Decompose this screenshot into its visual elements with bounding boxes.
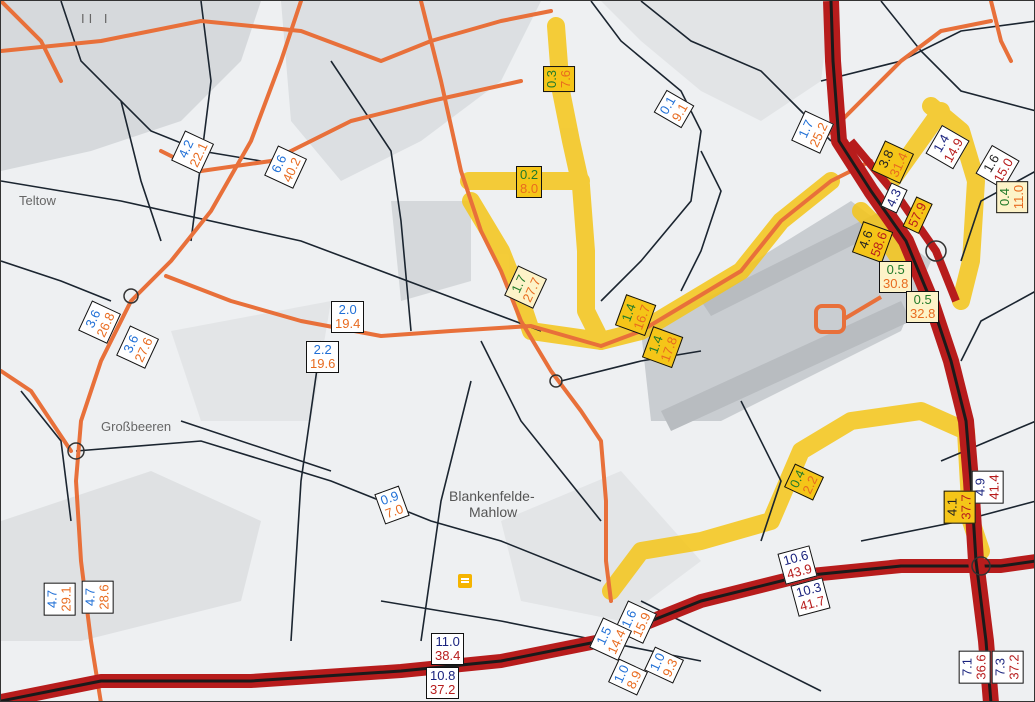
junctions [67, 240, 991, 576]
count-label-bottom: 32.8 [910, 306, 936, 321]
count-label-bottom: 7.6 [558, 69, 574, 89]
count-label-bottom: 28.6 [96, 584, 112, 610]
count-label-bottom: 37.2 [430, 682, 456, 697]
count-label-top: 4.9 [972, 477, 988, 497]
airport-area [641, 201, 931, 431]
place-teltow: Teltow [19, 193, 56, 208]
count-label-bottom: 29.1 [58, 586, 74, 612]
count-label-bottom: 19.4 [335, 316, 361, 331]
count-label-top: 2.0 [338, 302, 357, 317]
count-label-top: 11.0 [435, 634, 460, 649]
place-fragment: II I [81, 11, 112, 26]
place-mahlow: Mahlow [469, 504, 518, 520]
count-label-bottom: 37.7 [958, 494, 974, 520]
count-label-top: 0.2 [520, 167, 539, 182]
count-label-bottom: 11.0 [1011, 184, 1027, 210]
count-label-bottom: 37.2 [1006, 654, 1022, 680]
count-label-bottom: 38.4 [435, 648, 461, 663]
landuse-areas [1, 1, 831, 641]
count-label-bottom: 30.8 [883, 276, 909, 291]
count-label-bottom: 41.4 [986, 474, 1002, 500]
count-label-top: 4.7 [82, 587, 98, 607]
count-label-top: 7.1 [959, 657, 975, 677]
count-label-top: 7.3 [992, 657, 1008, 677]
count-label-top: 4.1 [944, 497, 960, 517]
count-label-bottom: 7.0 [383, 500, 406, 522]
count-label-bottom: 36.6 [973, 654, 989, 680]
count-label-top: 0.4 [997, 187, 1013, 207]
count-label-top: 2.2 [313, 342, 332, 357]
count-label-top: 0.5 [886, 262, 905, 277]
count-label-top: 10.8 [430, 668, 456, 683]
place-grossbeeren: Großbeeren [101, 419, 172, 434]
count-label-top: 0.3 [544, 69, 560, 89]
count-label-top: 0.5 [913, 292, 932, 307]
poi-icon[interactable] [458, 574, 472, 588]
major-roads [1, 1, 1013, 701]
count-label-bottom: 8.0 [520, 181, 539, 196]
place-blankenfelde: Blankenfelde- [449, 488, 535, 504]
count-label-top: 4.7 [44, 589, 60, 609]
count-label-bottom: 19.6 [310, 356, 336, 371]
